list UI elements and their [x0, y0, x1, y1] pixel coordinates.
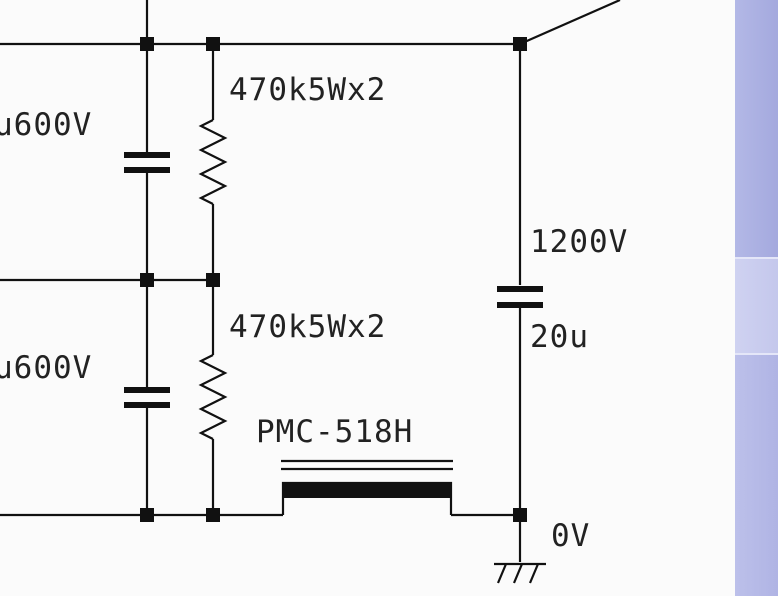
cap-right-value-label: 20u	[530, 319, 589, 355]
junction-node	[206, 273, 220, 287]
ground-symbol-hatch	[496, 563, 508, 584]
side-panel-band-bottom	[735, 354, 778, 596]
junction-node	[206, 37, 220, 51]
diagonal-wire	[519, 0, 621, 46]
side-panel-band-middle	[735, 258, 778, 354]
ground-symbol-hatch	[512, 563, 524, 584]
junction-node	[513, 37, 527, 51]
res-bottom-label: 470k5Wx2	[229, 309, 386, 345]
cap-top-label: u600V	[0, 107, 92, 143]
res-top-label: 470k5Wx2	[229, 72, 386, 108]
transformer-label: PMC-518H	[256, 414, 413, 450]
cap-right-voltage-label: 1200V	[530, 224, 628, 260]
junction-node	[206, 508, 220, 522]
junction-node	[140, 508, 154, 522]
cap-bottom-label: u600V	[0, 350, 92, 386]
ground-symbol-hatch	[528, 563, 540, 584]
ground-label: 0V	[551, 518, 590, 554]
junction-node	[513, 508, 527, 522]
side-panel-divider	[735, 257, 778, 259]
resistor-bottom	[198, 354, 228, 440]
transformer-winding-bar	[283, 483, 451, 498]
side-panel	[735, 0, 778, 596]
side-panel-divider	[735, 353, 778, 355]
junction-node	[140, 37, 154, 51]
circuit-schematic: u600V u600V 470k5Wx2 470k5Wx2 1200V 20u …	[0, 0, 628, 584]
junction-node	[140, 273, 154, 287]
resistor-top	[198, 119, 228, 205]
side-panel-band-top	[735, 0, 778, 258]
